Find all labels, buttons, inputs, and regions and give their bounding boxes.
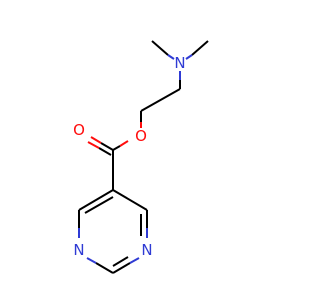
bond-carbonyl-a bbox=[100, 142, 114, 151]
bond-carbonyl-a-color bbox=[90, 136, 102, 144]
bond-carbonyl-b bbox=[98, 147, 112, 156]
bond-methyl-right-n-color bbox=[185, 54, 193, 60]
structure-diagram: N O O N N bbox=[73, 40, 209, 274]
atom-label-ring-n-right: N bbox=[141, 241, 152, 259]
atom-label-carbonyl-o: O bbox=[73, 121, 85, 139]
ring-bond-c2-n1-color bbox=[129, 257, 140, 264]
ring-bond-c2-n1-inner bbox=[112, 256, 129, 267]
bond-methyl-left-n bbox=[151, 40, 169, 56]
atom-label-amine-n: N bbox=[174, 54, 185, 72]
bond-methyl-left-n-color bbox=[167, 54, 175, 60]
bond-methyl-right-n bbox=[191, 40, 209, 56]
molecule-canvas: N O O N N bbox=[73, 40, 209, 274]
atom-label-ring-n-left: N bbox=[73, 241, 84, 259]
ring-bond-c2-n1 bbox=[112, 262, 131, 274]
ring-bond-c5-c4-inner bbox=[84, 196, 114, 214]
bond-ch2-ch2 bbox=[140, 88, 181, 112]
ring-bond-c5-c4 bbox=[78, 189, 114, 211]
ring-bond-c6-c5 bbox=[112, 189, 148, 211]
atom-label-ester-o: O bbox=[135, 127, 147, 145]
bond-carbonyl-b-color bbox=[87, 141, 100, 149]
bond-o-c bbox=[112, 145, 121, 151]
bond-o-c-color bbox=[119, 140, 129, 147]
ring-bond-n3-c2 bbox=[95, 262, 114, 274]
ring-bond-n3-c2-color bbox=[86, 257, 97, 264]
